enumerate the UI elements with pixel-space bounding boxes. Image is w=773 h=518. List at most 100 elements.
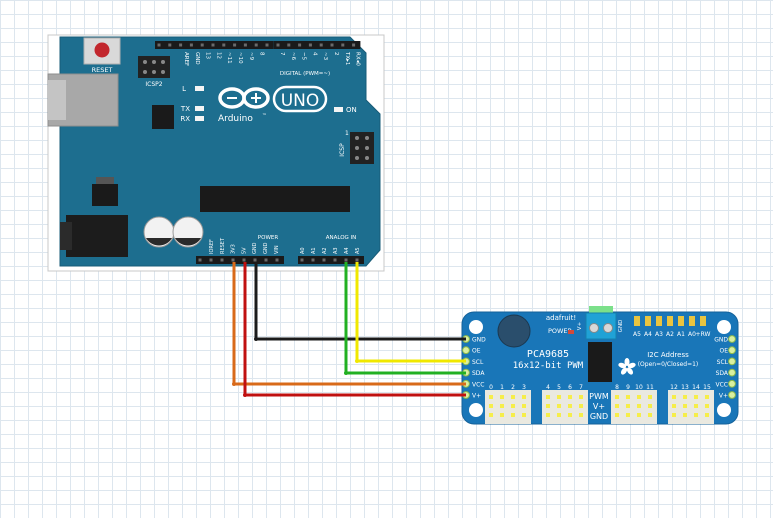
channel-pin[interactable] — [705, 413, 709, 417]
channel-pin[interactable] — [694, 404, 698, 408]
header-pin[interactable] — [209, 258, 213, 262]
channel-pin[interactable] — [557, 404, 561, 408]
channel-pin[interactable] — [500, 413, 504, 417]
channel-pin[interactable] — [615, 404, 619, 408]
channel-pin[interactable] — [568, 413, 572, 417]
channel-pin[interactable] — [648, 413, 652, 417]
channel-pin[interactable] — [672, 395, 676, 399]
header-pin[interactable] — [243, 43, 247, 47]
channel-pin[interactable] — [546, 404, 550, 408]
channel-pin[interactable] — [546, 395, 550, 399]
header-pin[interactable] — [222, 43, 226, 47]
dc-jack — [66, 215, 128, 257]
channel-pin[interactable] — [511, 413, 515, 417]
channel-pin[interactable] — [683, 404, 687, 408]
header-pin[interactable] — [341, 43, 345, 47]
channel-pin[interactable] — [683, 395, 687, 399]
header-pin[interactable] — [179, 43, 183, 47]
header-pin[interactable] — [344, 258, 348, 262]
channel-pin[interactable] — [615, 413, 619, 417]
channel-pin[interactable] — [500, 404, 504, 408]
channel-pin[interactable] — [626, 404, 630, 408]
header-pin[interactable] — [308, 43, 312, 47]
channel-pin[interactable] — [511, 395, 515, 399]
header-pin[interactable] — [333, 258, 337, 262]
pca-pin[interactable] — [728, 335, 736, 343]
header-pin[interactable] — [233, 43, 237, 47]
channel-pin[interactable] — [626, 413, 630, 417]
channel-pin[interactable] — [511, 404, 515, 408]
header-pin[interactable] — [211, 43, 215, 47]
channel-pin[interactable] — [522, 404, 526, 408]
header-pin[interactable] — [253, 258, 257, 262]
channel-pin[interactable] — [546, 413, 550, 417]
channel-pin[interactable] — [568, 395, 572, 399]
header-pin[interactable] — [275, 258, 279, 262]
channel-pin[interactable] — [522, 395, 526, 399]
header-pin[interactable] — [319, 43, 323, 47]
pca-pin[interactable] — [728, 379, 736, 388]
header-pin[interactable] — [287, 43, 291, 47]
channel-pin[interactable] — [489, 404, 493, 408]
header-pin[interactable] — [322, 258, 326, 262]
pca-pin[interactable] — [462, 346, 470, 355]
channel-pin[interactable] — [637, 404, 641, 408]
channel-pin[interactable] — [500, 395, 504, 399]
channel-pin[interactable] — [615, 395, 619, 399]
header-pin[interactable] — [355, 258, 359, 262]
channel-pin[interactable] — [694, 413, 698, 417]
header-pin[interactable] — [198, 258, 202, 262]
mount-hole-tr — [717, 320, 731, 334]
channel-pin[interactable] — [648, 395, 652, 399]
header-pin[interactable] — [200, 43, 204, 47]
channel-pin[interactable] — [672, 413, 676, 417]
header-pin[interactable] — [189, 43, 193, 47]
address-jumper-pad[interactable] — [678, 316, 684, 326]
address-jumper-pad[interactable] — [667, 316, 673, 326]
channel-pin[interactable] — [705, 395, 709, 399]
channel-pin[interactable] — [648, 404, 652, 408]
header-pin[interactable] — [352, 43, 356, 47]
header-pin[interactable] — [276, 43, 280, 47]
pca-pin[interactable] — [728, 357, 736, 366]
channel-pin[interactable] — [705, 404, 709, 408]
channel-pin[interactable] — [557, 395, 561, 399]
channel-pin[interactable] — [637, 413, 641, 417]
channel-pin[interactable] — [489, 413, 493, 417]
header-pin[interactable] — [265, 43, 269, 47]
address-jumper-pad[interactable] — [656, 316, 662, 326]
pca-pin[interactable] — [728, 346, 736, 355]
channel-pin[interactable] — [522, 413, 526, 417]
channel-pin[interactable] — [637, 395, 641, 399]
header-pin[interactable] — [220, 258, 224, 262]
address-jumper-pad[interactable] — [645, 316, 651, 326]
channel-pin[interactable] — [694, 395, 698, 399]
channel-pin[interactable] — [489, 395, 493, 399]
channel-pin[interactable] — [683, 413, 687, 417]
header-pin[interactable] — [157, 43, 161, 47]
reset-button-cap[interactable] — [94, 42, 110, 58]
header-pin[interactable] — [242, 258, 246, 262]
header-pin[interactable] — [300, 258, 304, 262]
capacitor-2 — [172, 216, 204, 248]
channel-pin[interactable] — [579, 404, 583, 408]
channel-pin[interactable] — [626, 395, 630, 399]
pca-pin[interactable] — [728, 368, 736, 377]
pca-pin[interactable] — [728, 391, 736, 399]
address-jumper-pad[interactable] — [689, 316, 695, 326]
channel-pin[interactable] — [557, 413, 561, 417]
header-pin[interactable] — [168, 43, 172, 47]
header-pin[interactable] — [254, 43, 258, 47]
header-pin[interactable] — [311, 258, 315, 262]
address-jumper-pad[interactable] — [700, 316, 706, 326]
header-pin[interactable] — [231, 258, 235, 262]
header-pin[interactable] — [298, 43, 302, 47]
channel-pin[interactable] — [672, 404, 676, 408]
channel-pin[interactable] — [579, 395, 583, 399]
channel-pin[interactable] — [579, 413, 583, 417]
header-pin[interactable] — [330, 43, 334, 47]
channel-pin[interactable] — [568, 404, 572, 408]
header-pin[interactable] — [264, 258, 268, 262]
address-jumper-pad[interactable] — [634, 316, 640, 326]
